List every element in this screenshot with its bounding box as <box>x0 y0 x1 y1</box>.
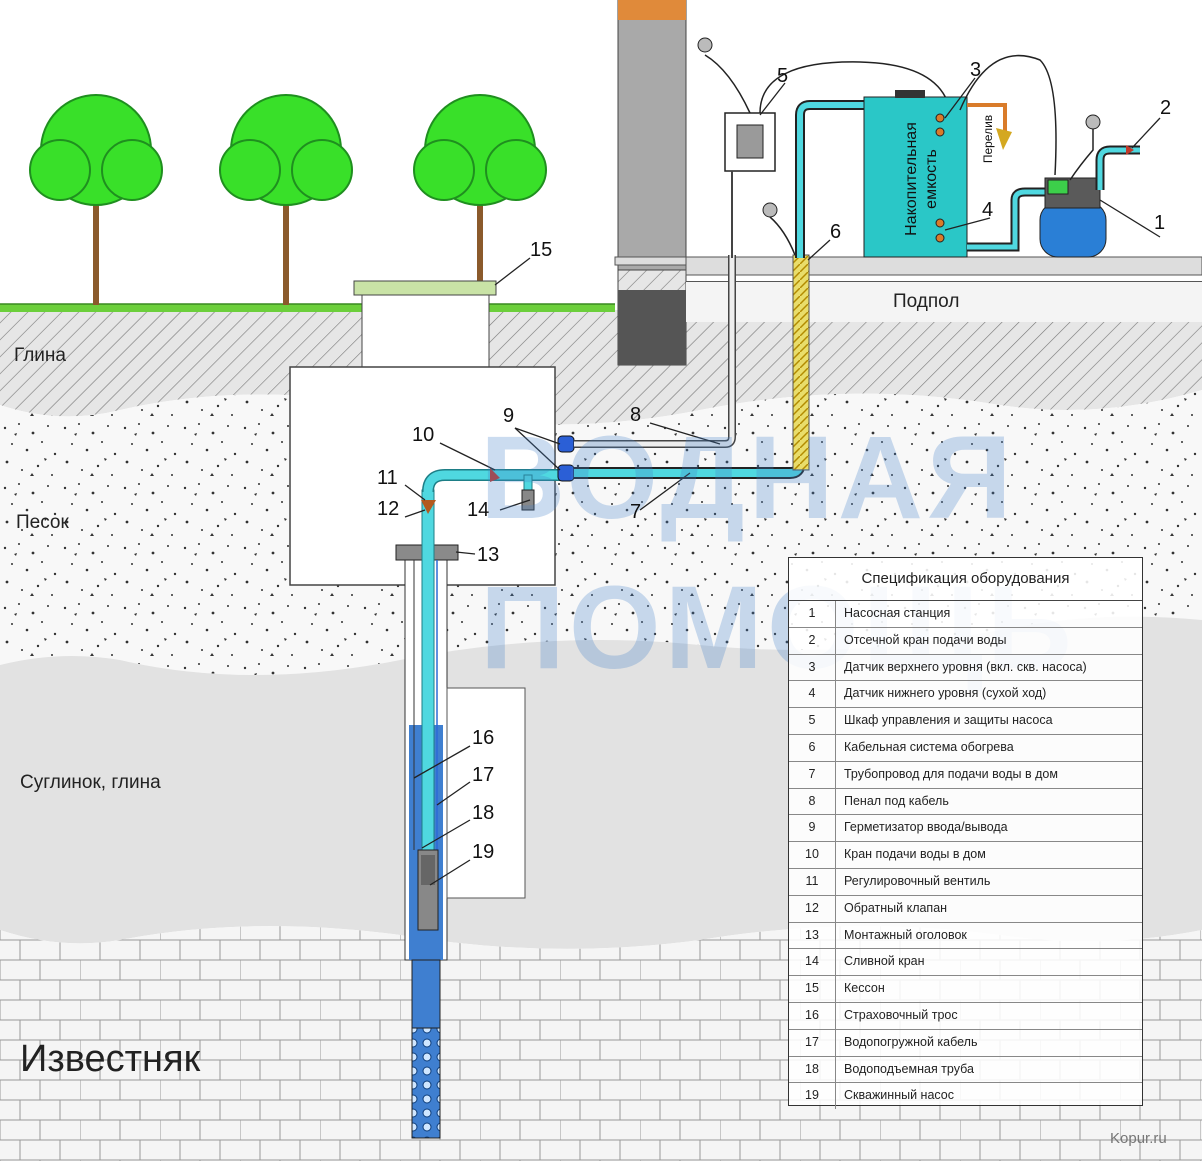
spec-row-number: 12 <box>789 895 836 922</box>
spec-row-name: Обратный клапан <box>844 900 948 915</box>
spec-row: 12 Обратный клапан <box>789 895 1142 923</box>
soil-label-clay: Глина <box>14 345 66 366</box>
callout-9: 9 <box>503 405 515 427</box>
callout-8: 8 <box>630 404 642 426</box>
spec-row-name: Монтажный оголовок <box>844 927 967 942</box>
spec-row-name: Регулировочный вентиль <box>844 873 991 888</box>
spec-row-number: 18 <box>789 1056 836 1083</box>
tree-2 <box>219 94 353 305</box>
spec-row-name: Сливной кран <box>844 954 925 969</box>
callout-4: 4 <box>982 199 994 221</box>
spec-row-name: Датчик нижнего уровня (сухой ход) <box>844 686 1047 701</box>
spec-row: 9 Герметизатор ввода/вывода <box>789 815 1142 843</box>
spec-row-name: Кран подачи воды в дом <box>844 847 986 862</box>
spec-row: 6 Кабельная система обогрева <box>789 734 1142 762</box>
callout-1: 1 <box>1154 212 1166 234</box>
overflow-label: Перелив <box>981 114 995 164</box>
basement-label: Подпол <box>893 291 960 312</box>
spec-row-name: Кессон <box>844 981 885 996</box>
spec-row-name: Страховочный трос <box>844 1007 958 1022</box>
spec-row-number: 17 <box>789 1029 836 1056</box>
spec-rows: 1 Насосная станция 2 Отсечной кран подачи в… <box>789 601 1142 1110</box>
site-credit: Kopur.ru <box>1110 1130 1167 1147</box>
callout-6: 6 <box>830 221 842 243</box>
spec-row-name: Герметизатор ввода/вывода <box>844 820 1008 835</box>
spec-row-name: Датчик верхнего уровня (вкл. скв. насоса… <box>844 659 1087 674</box>
spec-row: 16 Страховочный трос <box>789 1002 1142 1030</box>
tank-label-1: Накопительная <box>903 122 920 236</box>
spec-row-number: 6 <box>789 734 836 761</box>
spec-row-number: 11 <box>789 868 836 895</box>
spec-row-number: 1 <box>789 601 836 627</box>
callout-17: 17 <box>472 764 495 786</box>
spec-row-number: 5 <box>789 708 836 734</box>
spec-row-name: Водоподъемная труба <box>844 1061 974 1076</box>
spec-row-number: 3 <box>789 654 836 681</box>
spec-row-name: Водопогружной кабель <box>844 1034 978 1049</box>
spec-table: Спецификация оборудования 1 Насосная стан… <box>788 557 1143 1110</box>
tree-3 <box>413 94 547 305</box>
callout-5: 5 <box>777 65 789 87</box>
spec-row-number: 10 <box>789 842 836 868</box>
spec-row: 8 Пенал под кабель <box>789 788 1142 816</box>
spec-row: 13 Монтажный оголовок <box>789 922 1142 950</box>
spec-row-name: Насосная станция <box>844 606 951 620</box>
callout-3: 3 <box>970 59 982 81</box>
spec-row-name: Трубопровод для подачи воды в дом <box>844 766 1058 781</box>
spec-row-number: 15 <box>789 976 836 1002</box>
spec-row-number: 19 <box>789 1083 836 1110</box>
spec-row: 7 Трубопровод для подачи воды в дом <box>789 761 1142 789</box>
callout-2: 2 <box>1160 97 1172 119</box>
spec-row-name: Пенал под кабель <box>844 793 949 808</box>
spec-row: 5 Шкаф управления и защиты насоса <box>789 708 1142 735</box>
spec-row: 15 Кессон <box>789 976 1142 1003</box>
watermark-line-1: ВОДНАЯ <box>480 412 1016 544</box>
spec-row-number: 8 <box>789 788 836 815</box>
spec-row-name: Скважинный насос <box>844 1088 954 1103</box>
spec-row: 18 Водоподъемная труба <box>789 1056 1142 1084</box>
spec-row-number: 16 <box>789 1002 836 1029</box>
soil-label-loam: Суглинок, глина <box>20 772 161 793</box>
callout-10: 10 <box>412 424 435 446</box>
spec-row: 11 Регулировочный вентиль <box>789 868 1142 896</box>
tank-label-2: емкость <box>923 149 940 209</box>
spec-row: 14 Сливной кран <box>789 949 1142 977</box>
spec-row: 3 Датчик верхнего уровня (вкл. скв. насос… <box>789 654 1142 682</box>
spec-row-number: 7 <box>789 761 836 788</box>
callout-13: 13 <box>477 544 500 566</box>
spec-row: 1 Насосная станция <box>789 601 1142 628</box>
spec-row: 19 Скважинный насос <box>789 1083 1142 1110</box>
spec-row: 17 Водопогружной кабель <box>789 1029 1142 1057</box>
callout-16: 16 <box>472 727 495 749</box>
callout-7: 7 <box>630 501 642 523</box>
soil-label-limestone: Известняк <box>20 1038 201 1080</box>
spec-row-name: Шкаф управления и защиты насоса <box>844 713 1053 728</box>
callout-19: 19 <box>472 841 495 863</box>
soil-label-sand: Песок <box>16 512 69 533</box>
callout-18: 18 <box>472 802 495 824</box>
callout-11: 11 <box>377 467 398 489</box>
spec-row-name: Отсечной кран подачи воды <box>844 632 1007 647</box>
spec-row-number: 4 <box>789 681 836 708</box>
spec-row-number: 13 <box>789 922 836 949</box>
callout-15: 15 <box>530 239 553 261</box>
tree-1 <box>29 94 163 305</box>
spec-row-name: Кабельная система обогрева <box>844 739 1014 754</box>
callout-14: 14 <box>467 499 490 521</box>
spec-row: 4 Датчик нижнего уровня (сухой ход) <box>789 681 1142 709</box>
callout-12: 12 <box>377 498 400 520</box>
spec-row-number: 14 <box>789 949 836 976</box>
spec-row: 10 Кран подачи воды в дом <box>789 842 1142 869</box>
spec-row-number: 9 <box>789 815 836 842</box>
spec-row-number: 2 <box>789 627 836 654</box>
spec-title: Спецификация оборудования <box>789 558 1142 601</box>
spec-row: 2 Отсечной кран подачи воды <box>789 627 1142 655</box>
